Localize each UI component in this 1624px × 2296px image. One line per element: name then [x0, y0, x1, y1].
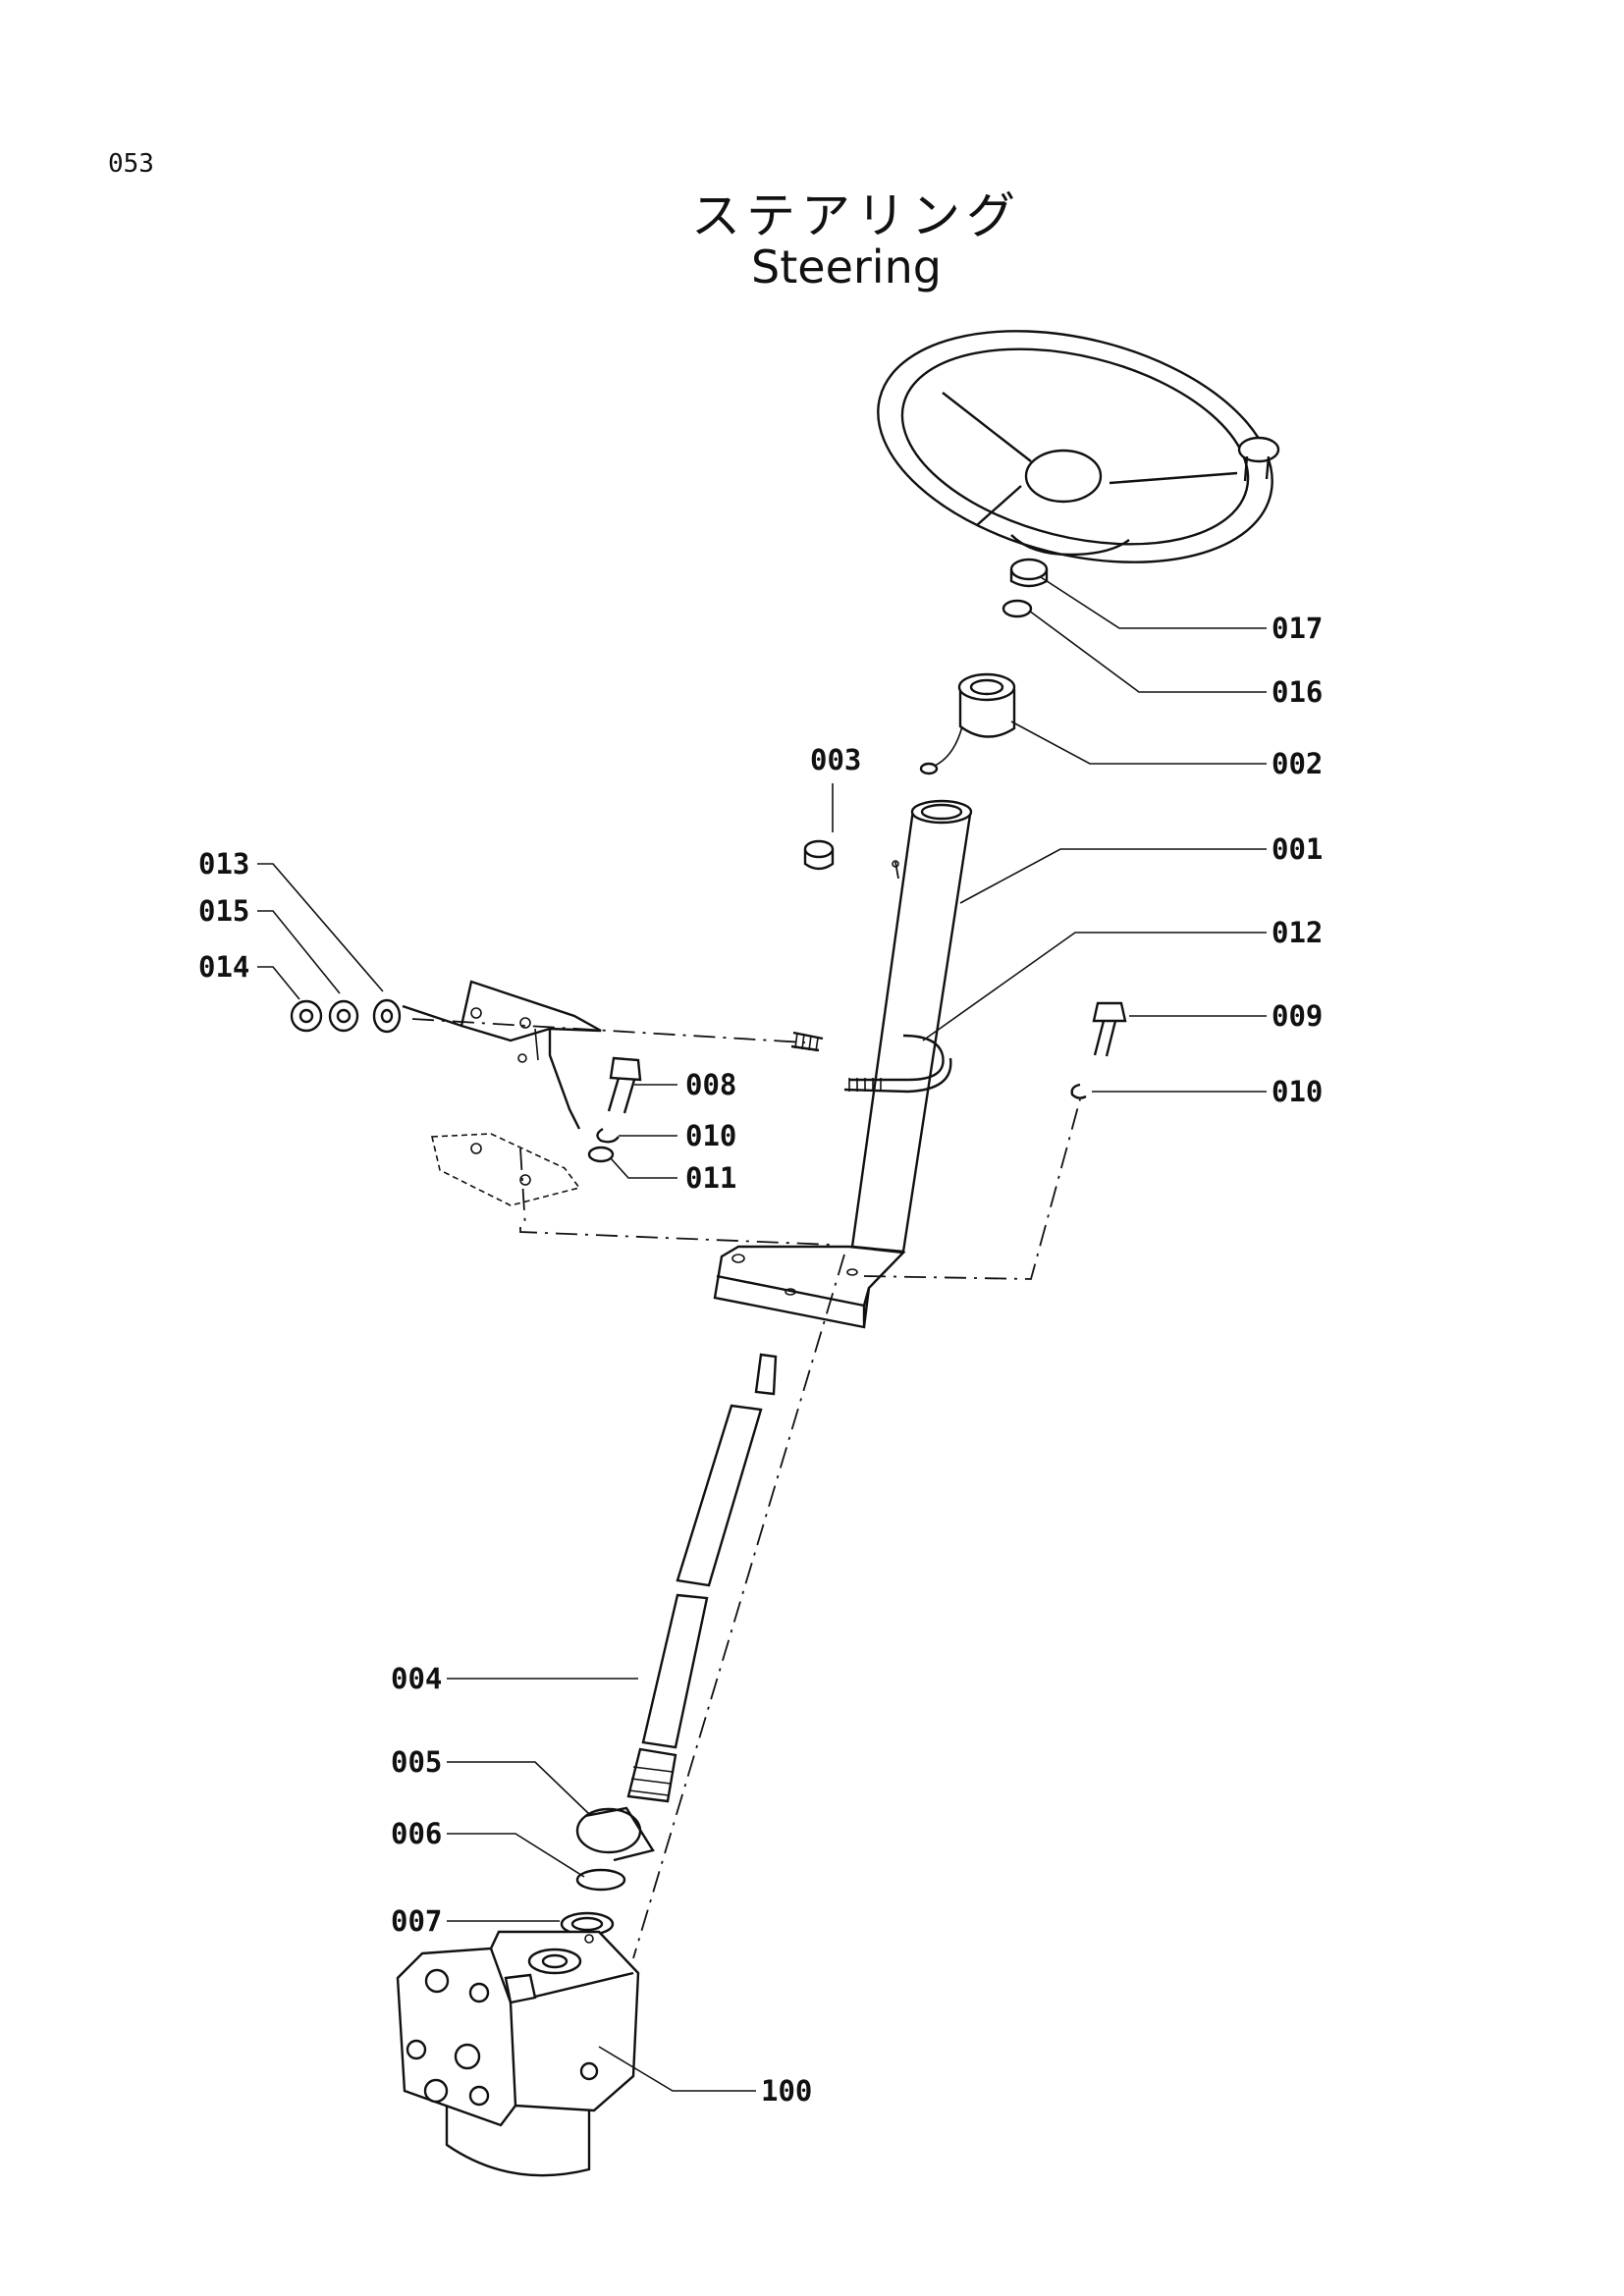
callout-016: 016	[1272, 675, 1324, 709]
steering-unit-100	[396, 1930, 640, 2177]
callout-013: 013	[198, 847, 250, 881]
steering-wheel	[877, 330, 1280, 563]
callout-006: 006	[391, 1817, 443, 1850]
callout-100: 100	[761, 2074, 813, 2108]
bushing-003	[803, 839, 835, 871]
steering-shaft-004	[626, 1353, 778, 1803]
nut-015	[328, 999, 359, 1033]
u-bolt-012	[843, 1034, 952, 1094]
callout-002: 002	[1272, 747, 1324, 780]
spring-washer-010-right	[1070, 1083, 1087, 1099]
callout-009: 009	[1272, 999, 1324, 1033]
washer-016	[1001, 599, 1033, 618]
column-base-plate	[713, 1245, 906, 1329]
assembly-center-lines	[411, 861, 1081, 1959]
callout-005: 005	[391, 1745, 443, 1779]
nut-014	[290, 999, 323, 1033]
callout-leader-lines	[257, 576, 1267, 2092]
callout-007: 007	[391, 1904, 443, 1938]
callout-003: 003	[810, 743, 862, 776]
callout-004: 004	[391, 1662, 443, 1695]
mounting-bracket	[402, 980, 602, 1130]
callout-001: 001	[1272, 832, 1324, 866]
callout-017: 017	[1272, 612, 1324, 645]
snap-ring-006	[575, 1868, 626, 1892]
callout-011: 011	[685, 1161, 737, 1195]
cover-002	[919, 672, 1016, 775]
stud-bolt	[790, 1031, 824, 1052]
bearing-005	[575, 1806, 655, 1862]
steering-column-001	[850, 799, 973, 1254]
bolt-008	[607, 1056, 642, 1114]
callout-008: 008	[685, 1068, 737, 1101]
callout-014: 014	[198, 950, 250, 984]
diagram-title-japanese: ステアリング	[691, 187, 1021, 244]
washer-013	[372, 998, 402, 1034]
callout-012: 012	[1272, 916, 1324, 949]
nut-017	[1009, 558, 1049, 588]
spring-washer-010-left	[596, 1127, 620, 1144]
page-number: 053	[108, 149, 154, 179]
diagram-title-english: Steering	[751, 240, 942, 294]
callout-015: 015	[198, 894, 250, 928]
callout-010-left: 010	[685, 1119, 737, 1152]
bolt-009	[1092, 1001, 1127, 1057]
callout-010-right: 010	[1272, 1075, 1324, 1108]
gasket-plate	[431, 1133, 581, 1206]
washer-011	[587, 1146, 615, 1163]
